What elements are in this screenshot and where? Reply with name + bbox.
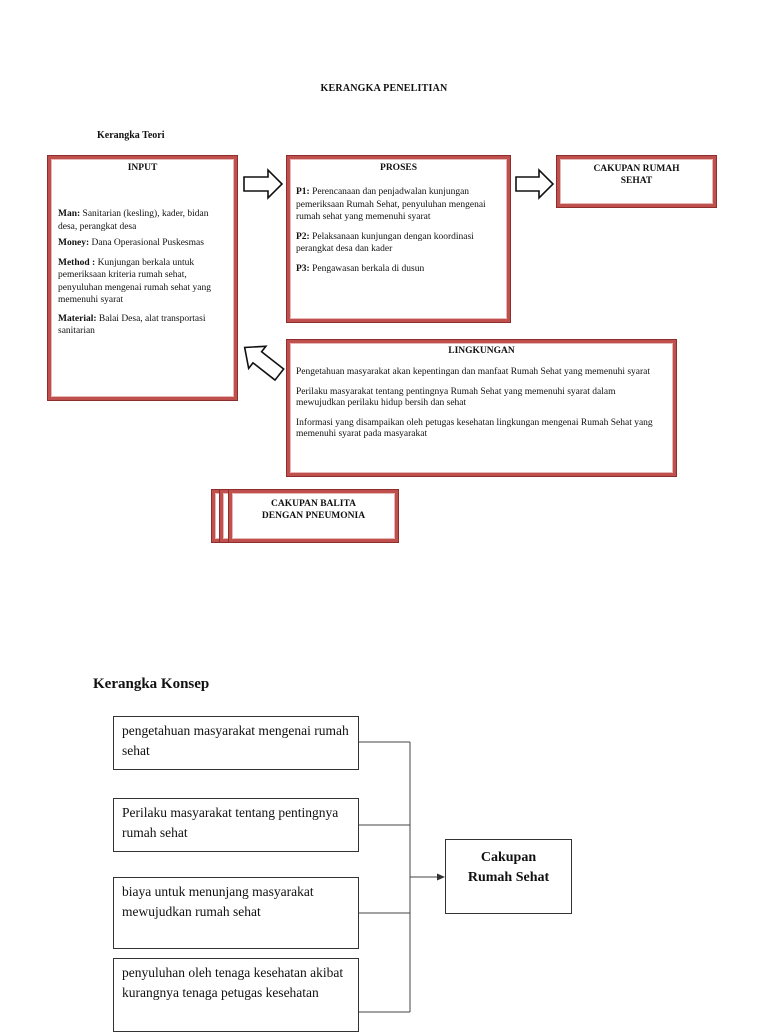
input-item-material: Material: Balai Desa, alat transportasi … bbox=[58, 313, 206, 337]
arrow-lingkungan-to-input bbox=[243, 345, 285, 382]
kerangka-teori-heading: Kerangka Teori bbox=[97, 130, 165, 141]
konsep-factor-label: pengetahuan masyarakat mengenai rumah se… bbox=[122, 723, 349, 758]
konsep-factor-label: biaya untuk menunjang masyarakat mewujud… bbox=[122, 884, 314, 919]
input-heading: INPUT bbox=[127, 163, 158, 173]
arrow-proses-to-output bbox=[515, 168, 555, 200]
proses-heading: PROSES bbox=[380, 163, 417, 173]
lingkungan-box: LINGKUNGAN Pengetahuan masyarakat akan k… bbox=[287, 340, 676, 476]
lingkungan-heading: LINGKUNGAN bbox=[448, 346, 515, 356]
konsep-connectors bbox=[359, 741, 438, 1013]
cakupan-rumah-sehat-box: CAKUPAN RUMAH SEHAT bbox=[557, 156, 716, 207]
input-content: Man: Sanitarian (kesling), kader, bidan … bbox=[51, 173, 234, 338]
input-box: INPUT Man: Sanitarian (kesling), kader, … bbox=[48, 156, 237, 400]
cakupan-rumah-sehat-label: CAKUPAN RUMAH SEHAT bbox=[593, 164, 680, 186]
proses-item-p2: P2: Pelaksanaan kunjungan dengan koordin… bbox=[296, 231, 474, 255]
lingkungan-item: Pengetahuan masyarakat akan kepentingan … bbox=[296, 367, 651, 377]
proses-box: PROSES P1: Perencanaan dan penjadwalan k… bbox=[287, 156, 510, 322]
konsep-factor-box: Perilaku masyarakat tentang pentingnya r… bbox=[113, 798, 359, 852]
cakupan-balita-box: CAKUPAN BALITA DENGAN PNEUMONIA bbox=[229, 490, 398, 542]
proses-item-p3: P3: Pengawasan berkala di dusun bbox=[296, 263, 425, 274]
konsep-factor-label: Perilaku masyarakat tentang pentingnya r… bbox=[122, 805, 339, 840]
page-title: KERANGKA PENELITIAN bbox=[320, 83, 448, 94]
cakupan-balita-line2: DENGAN PNEUMONIA bbox=[261, 511, 366, 521]
cakupan-balita-line1: CAKUPAN BALITA bbox=[271, 499, 356, 509]
konsep-factor-box: penyuluhan oleh tenaga kesehatan akibat … bbox=[113, 958, 359, 1032]
proses-item-p1: P1: Perencanaan dan penjadwalan kunjunga… bbox=[296, 187, 486, 222]
lingkungan-item: Informasi yang disampaikan oleh petugas … bbox=[296, 417, 653, 440]
proses-content: P1: Perencanaan dan penjadwalan kunjunga… bbox=[290, 173, 507, 275]
arrow-input-to-proses bbox=[243, 168, 284, 200]
kerangka-konsep-heading: Kerangka Konsep bbox=[93, 676, 210, 692]
lingkungan-item: Perilaku masyarakat tentang pentingnya R… bbox=[296, 386, 616, 409]
konsep-result-line2: Rumah Sehat bbox=[467, 870, 550, 885]
input-item-money: Money: Dana Operasional Puskesmas bbox=[58, 238, 204, 248]
konsep-arrowhead bbox=[437, 873, 445, 881]
input-item-man: Man: Sanitarian (kesling), kader, bidan … bbox=[58, 209, 209, 232]
konsep-result-box: Cakupan Rumah Sehat bbox=[445, 839, 572, 914]
konsep-result-line1: Cakupan bbox=[480, 850, 537, 865]
lingkungan-content: Pengetahuan masyarakat akan kepentingan … bbox=[290, 356, 673, 441]
konsep-factor-label: penyuluhan oleh tenaga kesehatan akibat … bbox=[122, 965, 344, 1000]
konsep-factor-box: biaya untuk menunjang masyarakat mewujud… bbox=[113, 877, 359, 949]
input-item-method: Method : Kunjungan berkala untuk pemerik… bbox=[58, 257, 212, 306]
konsep-factor-box: pengetahuan masyarakat mengenai rumah se… bbox=[113, 716, 359, 770]
